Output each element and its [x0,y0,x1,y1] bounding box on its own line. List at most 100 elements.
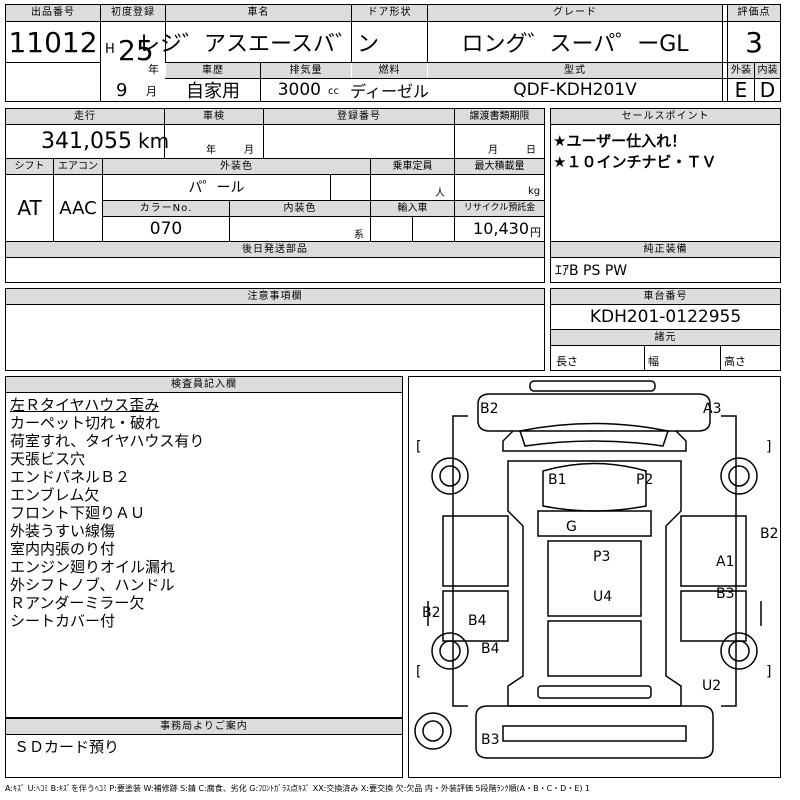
inspector-note-line: 外装うすい線傷 [10,522,116,540]
model-label: 型式 [428,63,722,78]
damage-mark: B1 [548,472,567,488]
year-unit: 年 [148,63,159,76]
score: 3 [745,25,763,59]
recycle-fee: 10,430 [473,219,529,238]
inspector-note-line: エンジン廻りオイル漏れ [10,558,176,576]
vehicle-info-frame [5,108,545,283]
mileage-label: 走行 [6,109,164,124]
door-type [352,22,427,62]
shift: AT [17,196,42,220]
registration-year: 25 [118,33,154,67]
inspector-note-line: フロント下廻りＡＵ [10,504,146,522]
diagram-bracket: ] [766,664,771,680]
damage-mark: G [566,519,577,535]
displacement: 3000 [277,80,321,100]
displacement-unit: cc [328,85,339,97]
length-label: 長さ [556,355,578,368]
damage-mark: A1 [716,554,734,570]
damage-mark: B2 [480,401,499,417]
car-name-label: 車名 [166,5,351,21]
inspector-note-line: 左Ｒタイヤハウス歪み [10,396,160,414]
max-load-label: 最大積載量 [455,159,544,174]
chassis-label: 車台番号 [551,289,780,304]
notes-label: 注意事項欄 [6,289,544,304]
transfer-deadline-label: 譲渡書類期限 [455,109,544,124]
damage-mark: B2 [760,526,779,542]
damage-mark: B3 [716,586,735,602]
lot-number-label: 出品番号 [6,5,100,21]
notes-frame [5,288,545,371]
inspector-note-line: Ｒアンダーミラー欠 [10,594,145,612]
damage-mark: U2 [702,678,721,694]
registration-number [264,126,454,156]
diagram-bracket: [ [416,439,421,455]
door-type-label: ドア形状 [352,5,427,21]
grade-label: グレード [428,5,722,21]
exterior-grade-label: 外装 [728,63,754,78]
interior-color-label: 内装色 [230,201,370,216]
month-unit: 月 [146,85,157,98]
model: QDF-KDH201V [513,80,637,100]
import-label: 輸入車 [371,201,454,216]
genuine-equipment: ｴｱB PS PW [555,263,628,279]
history-label: 車歴 [166,63,260,78]
sales-point-item: ★１０インチナビ・ＴＶ [553,152,717,171]
genuine-equipment-label: 純正装備 [551,242,780,257]
damage-mark: A3 [703,401,721,417]
damage-mark: B2 [422,605,441,621]
era-code: H [105,41,115,57]
inspector-note-line: 室内内張のり付 [10,540,116,558]
exterior-color-label: 外装色 [103,159,370,174]
car-outline [427,380,762,759]
sales-points-label: セールスポイント [551,109,780,124]
inspector-note-line: シートカバー付 [10,612,116,630]
recycle-fee-unit: 円 [530,226,541,239]
inspector-note-line: 荷室すれ、タイヤハウス有り [10,432,205,450]
header-frame [5,4,781,102]
grade: ロング゛スーパ゜ーGL [461,32,689,57]
max-load-unit: kg [528,185,541,197]
capacity-label: 乗車定員 [371,159,454,174]
inspector-label: 検査員記入欄 [6,377,402,392]
capacity-unit: 人 [435,187,445,199]
office-notice-label: 事務局よりご案内 [6,719,402,734]
color-no-label: カラーNo. [103,201,229,216]
transfer-day-unit: 日 [526,144,536,156]
inspector-note-line: 外シフトノブ、ハンドル [10,576,175,594]
fuel: ディーゼル [350,82,429,101]
inspector-note-line: エンブレム欠 [10,486,100,504]
mileage-unit: km [138,129,170,153]
fuel-label: 燃料 [352,63,427,78]
exterior-color: パ゜ール [188,180,245,196]
sales-point-item: ★ユーザー仕入れ！ [553,131,687,150]
inspection-year-unit: 年 [206,144,216,156]
diagram-bracket: [ [416,664,421,680]
height-label: 高さ [724,355,746,368]
damage-mark: P2 [636,472,653,488]
exterior-grade: E [734,78,748,102]
inspector-frame [5,376,403,718]
later-parts [10,258,540,282]
later-parts-label: 後日発送部品 [6,242,544,257]
registration-month: 9 [116,79,128,101]
width-label: 幅 [648,355,659,368]
notes-text [10,306,540,366]
displacement-label: 排気量 [261,63,351,78]
interior-color-unit: 系 [354,229,364,241]
chassis-number: KDH201-0122955 [589,307,742,327]
damage-mark: B4 [481,641,500,657]
mileage: 341,055 [41,128,132,154]
inspection-month-unit: 月 [244,144,254,156]
transfer-month-unit: 月 [488,144,498,156]
damage-mark: B4 [468,613,487,629]
score-label: 評価点 [728,5,780,21]
wheels [414,457,758,750]
history: 自家用 [186,81,240,102]
recycle-fee-label: リサイクル預託金 [455,201,544,216]
damage-mark: P3 [593,549,610,565]
office-notice-text: ＳＤカード預り [14,737,120,756]
aircon: AAC [59,197,97,219]
inspection-label: 車検 [165,109,263,124]
